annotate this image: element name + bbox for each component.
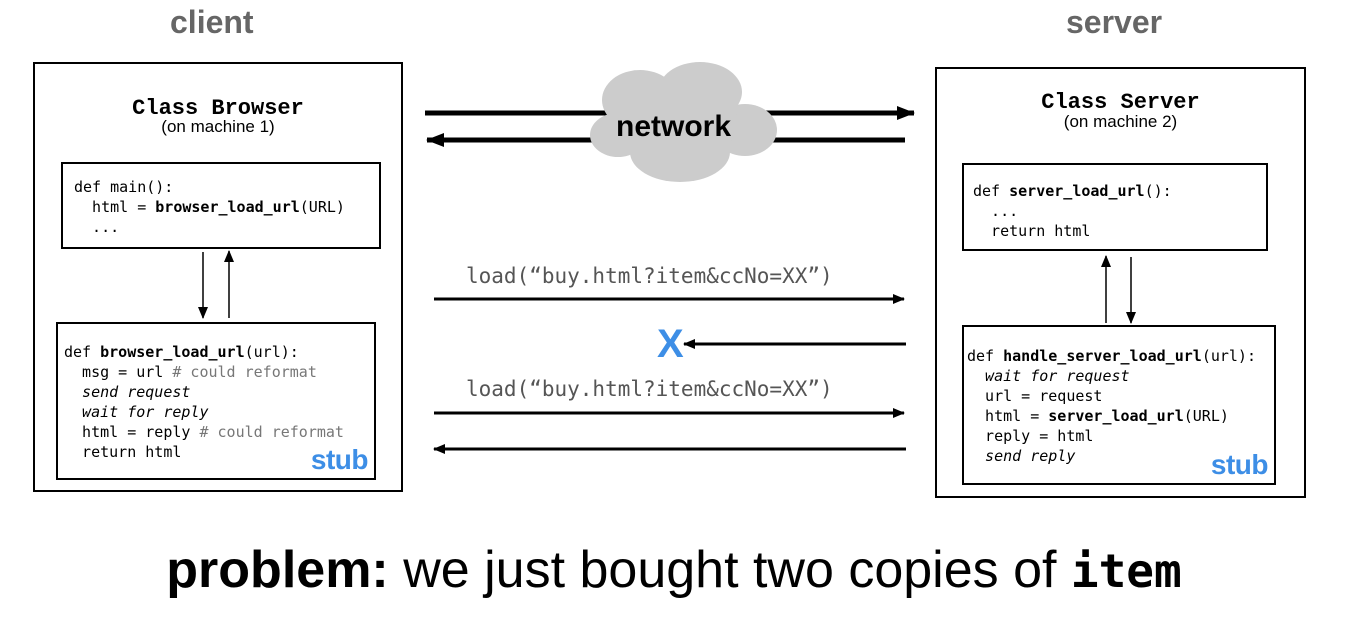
server-class-title: Class Server bbox=[1041, 90, 1200, 115]
server-stub-label: stub bbox=[1210, 449, 1269, 480]
server-class-subtitle: (on machine 2) bbox=[1063, 112, 1178, 131]
network-cloud-icon bbox=[590, 62, 777, 182]
client-class-subtitle: (on machine 1) bbox=[161, 117, 275, 136]
server-stub-code: def handle_server_load_url(url): wait fo… bbox=[967, 347, 1256, 465]
main-function-box: def main(): html = browser_load_url(URL)… bbox=[61, 162, 381, 249]
caption-text: we just bought two copies of bbox=[388, 541, 1071, 599]
client-header: client bbox=[170, 4, 254, 40]
client-class-title: Class Browser bbox=[132, 96, 304, 121]
server-header: server bbox=[1066, 4, 1163, 40]
main-code: def main(): html = browser_load_url(URL)… bbox=[74, 178, 345, 236]
server-class-box: Class Server (on machine 2) def server_l… bbox=[935, 67, 1306, 498]
client-stub-box: def browser_load_url(url): msg = url # c… bbox=[56, 322, 376, 480]
client-stub-code: def browser_load_url(url): msg = url # c… bbox=[64, 343, 344, 461]
client-class-box: Class Browser (on machine 1) def main():… bbox=[33, 62, 403, 492]
server-code: def server_load_url(): ... return html bbox=[973, 182, 1172, 240]
caption-bold: problem: bbox=[166, 541, 389, 599]
server-function-box: def server_load_url(): ... return html bbox=[962, 163, 1268, 251]
lost-message-marker: X bbox=[657, 322, 684, 366]
server-stub-box: def handle_server_load_url(url): wait fo… bbox=[962, 325, 1276, 485]
client-stub-label: stub bbox=[310, 444, 369, 475]
request1-label: load(“buy.html?item&ccNo=XX”) bbox=[466, 264, 833, 288]
network-label: network bbox=[616, 110, 732, 143]
caption-code: item bbox=[1070, 544, 1182, 598]
request2-label: load(“buy.html?item&ccNo=XX”) bbox=[466, 377, 833, 401]
problem-caption: problem: we just bought two copies of it… bbox=[0, 540, 1348, 601]
